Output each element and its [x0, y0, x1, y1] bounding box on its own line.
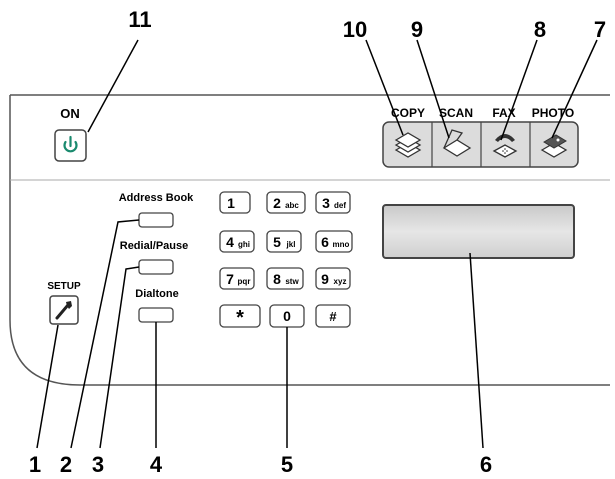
key-4[interactable]: 4 ghi	[219, 230, 255, 253]
callout-7: 7	[594, 17, 606, 42]
callout-lines	[36, 39, 598, 449]
callout-10: 10	[343, 17, 367, 42]
scan-icon	[442, 129, 472, 157]
callout-5: 5	[281, 452, 293, 477]
dialtone-button[interactable]	[138, 307, 174, 323]
keypad: 1 2 abc 3 def 4 ghi 5 jkl 6 mno	[219, 191, 353, 329]
svg-text:mno: mno	[333, 240, 350, 249]
svg-text:0: 0	[283, 308, 291, 324]
copy-label: COPY	[391, 106, 425, 120]
callout-11: 11	[128, 7, 151, 32]
svg-text:8: 8	[273, 271, 281, 287]
photo-icon	[540, 134, 568, 158]
svg-text:ghi: ghi	[238, 240, 250, 249]
key-8[interactable]: 8 stw	[266, 267, 304, 290]
svg-text:def: def	[334, 201, 346, 210]
photo-button[interactable]	[531, 123, 577, 166]
key-9[interactable]: 9 xyz	[315, 267, 351, 290]
scan-button[interactable]	[433, 123, 480, 166]
on-label: ON	[60, 106, 80, 121]
redial-pause-button[interactable]	[138, 259, 174, 275]
photo-label: PHOTO	[532, 106, 574, 120]
key-hash[interactable]: #	[315, 304, 351, 328]
svg-text:5: 5	[273, 234, 281, 250]
fax-button[interactable]	[482, 123, 529, 166]
power-icon	[63, 135, 78, 153]
callout-9: 9	[411, 17, 423, 42]
panel-outline	[9, 94, 610, 386]
svg-text:pqr: pqr	[238, 277, 251, 286]
copy-button[interactable]	[384, 123, 431, 166]
svg-text:3: 3	[322, 195, 330, 211]
callout-4: 4	[150, 452, 163, 477]
key-star[interactable]: *	[219, 304, 261, 329]
wrench-icon	[55, 301, 72, 320]
callout-numbers: 11 10 9 8 7 1 2 3 4 5 6	[29, 7, 606, 477]
svg-text:6: 6	[321, 234, 329, 250]
key-6[interactable]: 6 mno	[315, 230, 353, 253]
svg-text:4: 4	[226, 234, 234, 250]
svg-text:*: *	[236, 307, 244, 329]
svg-text:7: 7	[226, 271, 234, 287]
svg-text:1: 1	[227, 195, 235, 211]
key-7[interactable]: 7 pqr	[219, 267, 255, 290]
key-0[interactable]: 0	[269, 304, 305, 328]
key-3[interactable]: 3 def	[315, 191, 351, 214]
scan-label: SCAN	[439, 106, 473, 120]
setup-label: SETUP	[47, 281, 81, 292]
power-button[interactable]	[54, 129, 87, 162]
svg-text:#: #	[329, 309, 337, 324]
address-book-label: Address Book	[119, 192, 194, 204]
svg-text:2: 2	[273, 195, 281, 211]
svg-text:jkl: jkl	[286, 240, 296, 249]
setup-button[interactable]	[49, 295, 79, 325]
fax-icon	[492, 134, 518, 158]
key-1[interactable]: 1	[219, 191, 251, 214]
svg-text:abc: abc	[285, 201, 299, 210]
dialtone-label: Dialtone	[135, 288, 178, 300]
svg-text:stw: stw	[285, 277, 299, 286]
callout-2: 2	[60, 452, 72, 477]
callout-6: 6	[480, 452, 492, 477]
callout-1: 1	[29, 452, 41, 477]
address-book-button[interactable]	[138, 212, 174, 228]
key-2[interactable]: 2 abc	[266, 191, 306, 214]
key-5[interactable]: 5 jkl	[266, 230, 302, 253]
callout-3: 3	[92, 452, 104, 477]
redial-pause-label: Redial/Pause	[120, 240, 188, 252]
display-screen	[382, 204, 575, 259]
svg-text:xyz: xyz	[334, 277, 347, 286]
callout-8: 8	[534, 17, 546, 42]
svg-text:9: 9	[321, 271, 329, 287]
copy-icon	[394, 132, 422, 158]
